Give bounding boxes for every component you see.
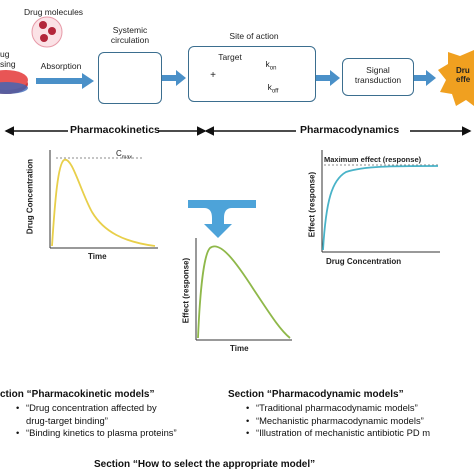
pd-section-list: “Traditional pharmacodynamic models” “Me… [244,402,430,440]
pd-effect-curve [322,165,439,251]
pk-plot [49,150,158,249]
pkpd-effect-curve [197,245,291,339]
site-to-signal-arrow [316,70,340,86]
pk-section-item: “Binding kinetics to plasma proteins” [14,427,177,440]
absorption-arrow [36,73,94,89]
signal-transduction-box [342,58,414,96]
pk-concentration-curve [51,159,156,247]
signal-to-effect-arrow [414,70,436,86]
drug-dosing-label: ug sing [0,49,16,69]
plus-sign: + [210,70,216,81]
site-of-action-label: Site of action [229,31,279,41]
pkpd-x-axis-label: Time [230,344,249,353]
pd-section-title: Section “Pharmacodynamic models” [228,389,404,400]
pd-section-item: “Illustration of mechanistic antibiotic … [244,427,430,440]
model-selection-section-title: Section “How to select the appropriate m… [94,459,316,470]
pkpd-merge-arrow [188,200,256,238]
systemic-circulation-label: Systemic circulation [110,25,150,45]
pkpd-plot [195,238,292,341]
k-off-label: koff [267,82,279,95]
pk-y-axis-label: Drug Concentration [25,158,35,235]
site-of-action-box [188,46,316,102]
drug-effect-label: Dru effe [456,66,471,85]
drug-dosing-icon [0,70,28,94]
pk-cmax-label: Cmax [116,149,133,161]
k-on-label: kon [265,59,277,72]
signal-transduction-label: Signal transduction [354,65,402,85]
pkpd-y-axis-label: Effect (response) [181,257,191,324]
pharmacokinetics-label: Pharmacokinetics [70,124,160,136]
absorption-label: Absorption [40,61,82,71]
pd-x-axis-label: Drug Concentration [326,257,402,266]
circulation-to-site-arrow [162,70,186,86]
pk-x-axis-label: Time [88,252,107,261]
pd-section-item: “Mechanistic pharmacodynamic models” [244,415,430,428]
drug-effect-burst-icon [438,50,474,106]
pd-y-axis-label: Effect (response) [307,171,317,238]
pd-plot [321,150,440,253]
pk-section-list: “Drug concentration affected bydrug-targ… [14,402,177,440]
pd-section-item: “Traditional pharmacodynamic models” [244,402,430,415]
target-label: Target [218,52,242,62]
systemic-circulation-box [98,52,162,104]
pk-section-item: “Drug concentration affected bydrug-targ… [14,402,177,427]
pd-max-effect-label: Maximum effect (response) [324,155,422,164]
pharmacodynamics-label: Pharmacodynamics [300,124,400,136]
drug-molecules-label: Drug molecules [24,7,84,17]
pk-section-title: ction “Pharmacokinetic models” [0,389,155,400]
drug-molecules-icon [31,16,63,48]
